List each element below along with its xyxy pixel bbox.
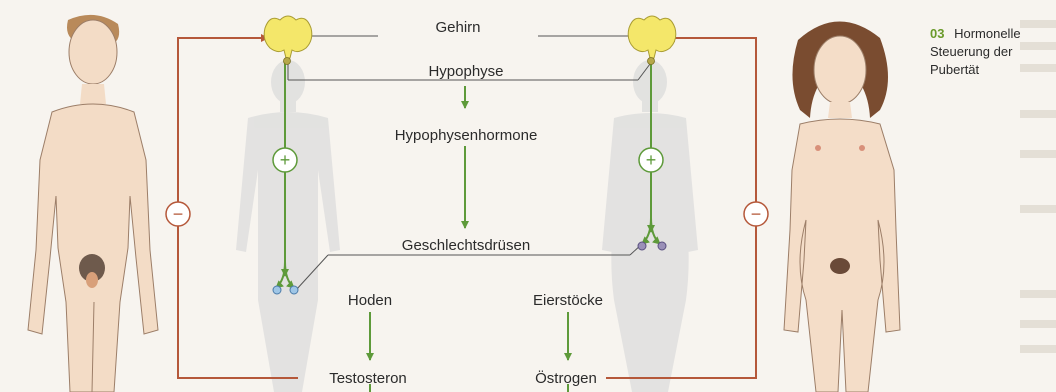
label-gonads: Geschlechtsdrüsen [402, 237, 530, 254]
figure-caption: 03 Hormonelle Steuerung der Pubertät [930, 26, 1021, 77]
caption-line-3: Pubertät [930, 62, 980, 77]
label-estrogen: Östrogen [535, 369, 597, 387]
caption-line-2: Steuerung der [930, 44, 1013, 59]
svg-text:−: − [173, 204, 184, 224]
label-testes: Hoden [348, 292, 392, 309]
label-ovaries: Eierstöcke [533, 292, 603, 309]
brain-icon-male [264, 16, 312, 65]
male-silhouette [236, 60, 340, 392]
label-pituitary: Hypophyse [428, 63, 503, 80]
girl-figure [784, 21, 900, 392]
caption-line-1: Hormonelle [954, 26, 1020, 41]
label-testosterone: Testosteron [329, 370, 407, 387]
stimulate-sign-female: + [639, 148, 663, 172]
boy-figure [28, 15, 158, 392]
stimulate-sign-male: + [273, 148, 297, 172]
svg-text:+: + [280, 150, 291, 170]
svg-text:−: − [751, 204, 762, 224]
svg-text:+: + [646, 150, 657, 170]
svg-text:03 Hormonelle: 03 Hormonelle [930, 26, 1021, 41]
inhibit-sign-male: − [166, 202, 190, 226]
label-brain: Gehirn [435, 19, 480, 36]
caption-number: 03 [930, 26, 944, 41]
inhibit-sign-female: − [744, 202, 768, 226]
brain-icon-female [628, 16, 676, 65]
background-text-page [1020, 20, 1056, 353]
label-pituitary-hormones: Hypophysenhormone [395, 127, 538, 144]
